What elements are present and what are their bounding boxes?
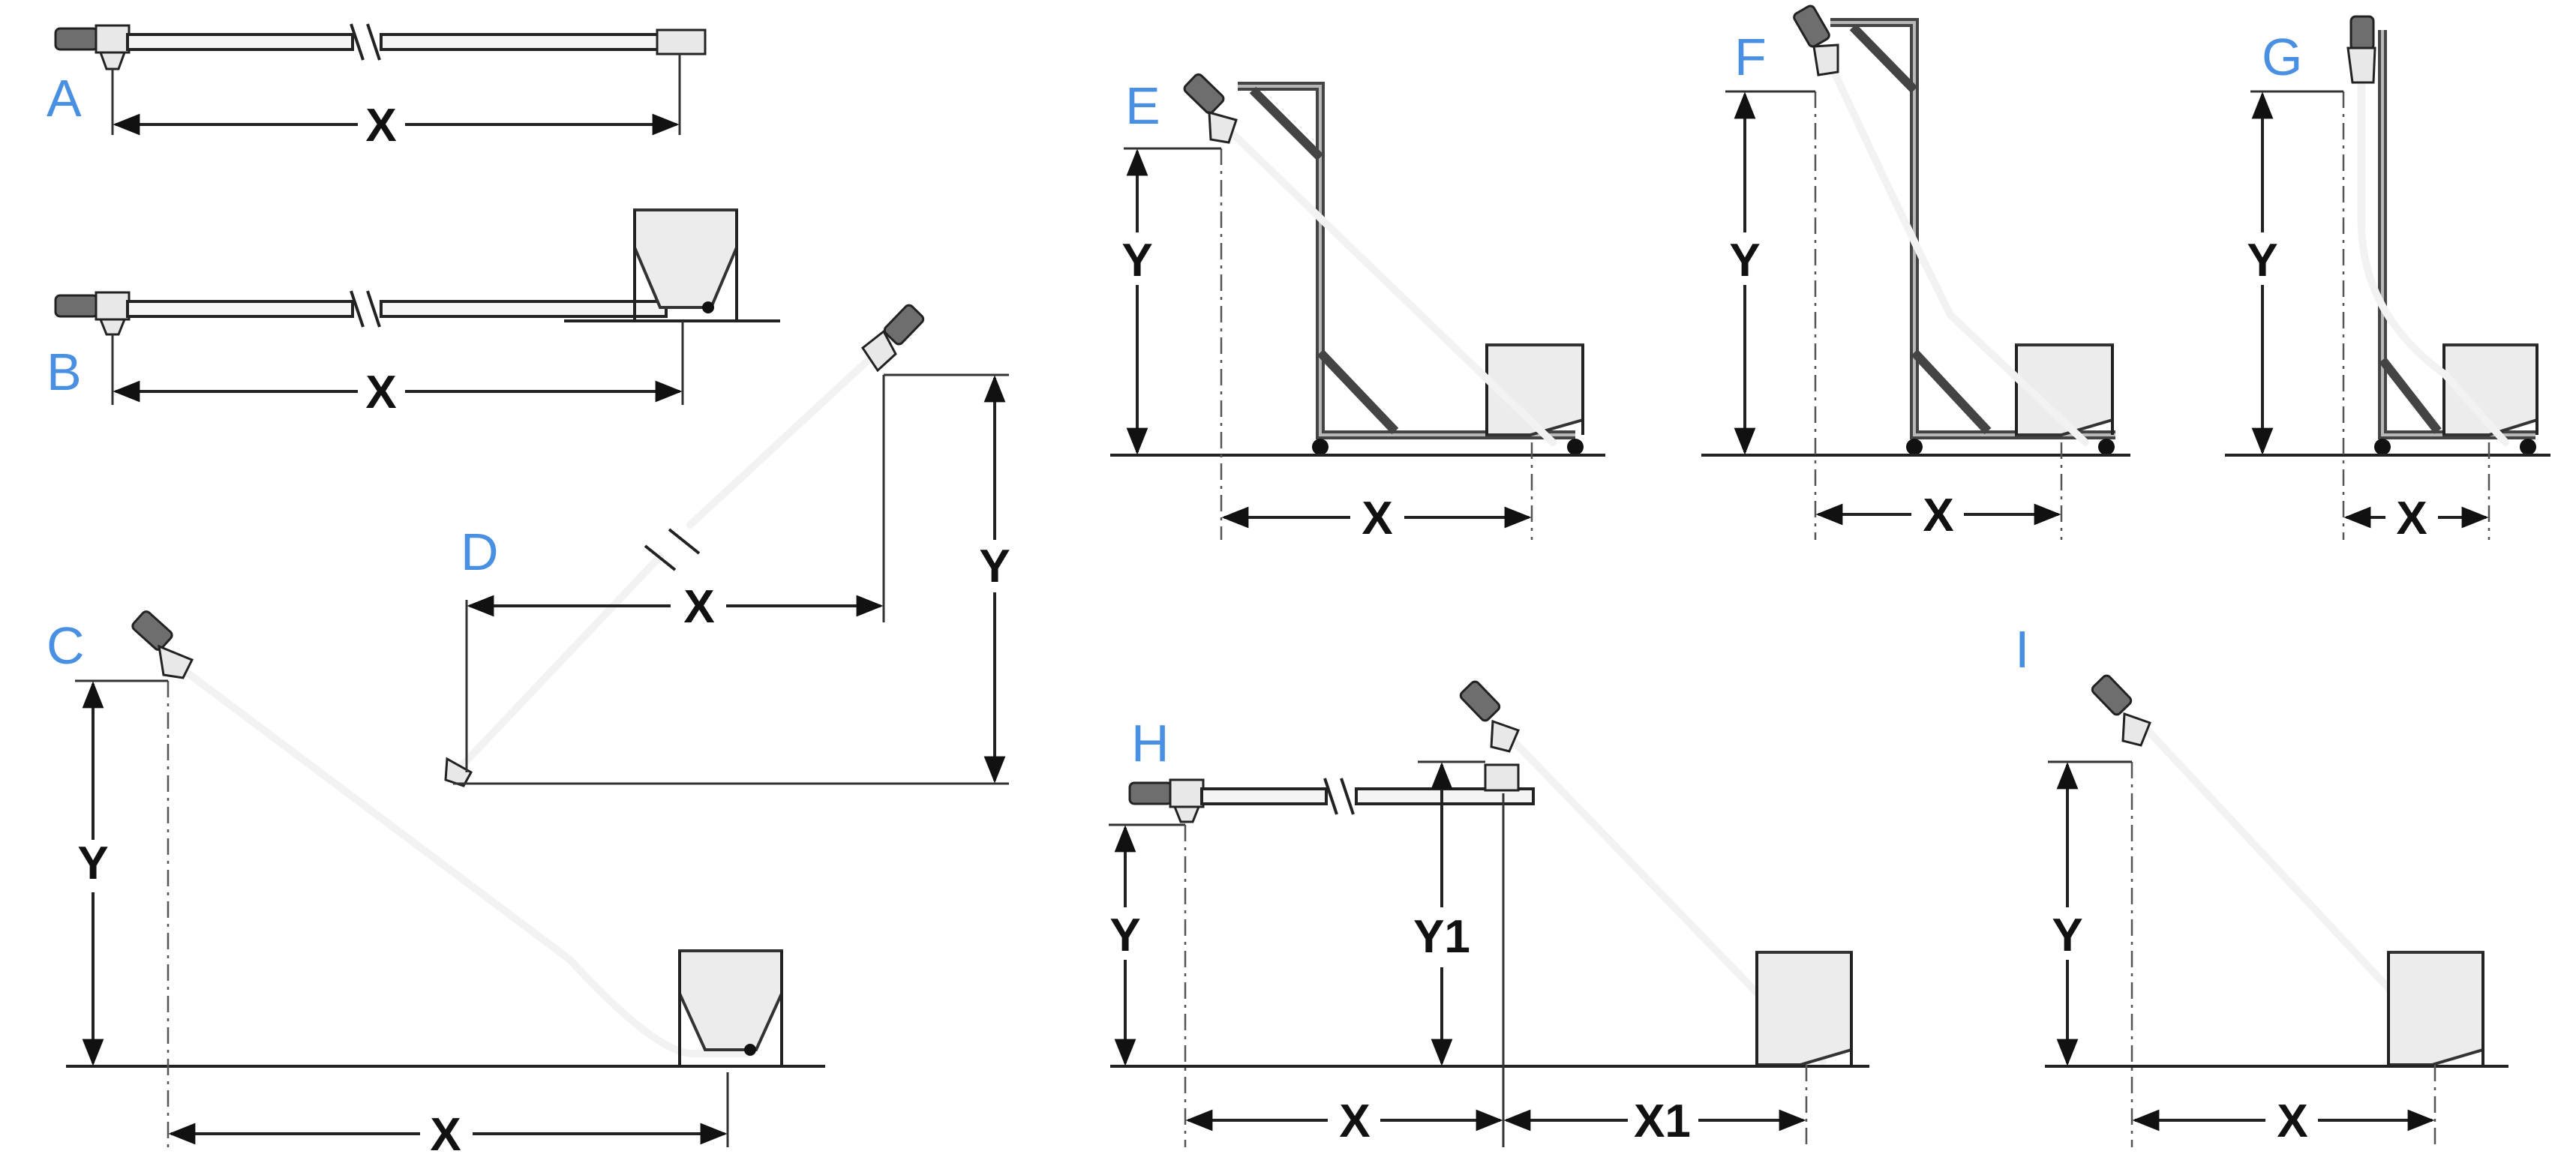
dimension-x: X: [683, 581, 714, 633]
wheel-icon: [1906, 439, 1923, 455]
panel-label-h: H: [1131, 714, 1169, 772]
discharge-head: [95, 24, 131, 54]
conveyor-h-horizontal: [1128, 763, 1535, 823]
dimension-y: Y: [2052, 910, 2082, 961]
conveyor-d: [444, 304, 925, 787]
panel-label-d: D: [461, 523, 499, 581]
motor-icon: [883, 304, 925, 346]
conveyor-c: [131, 610, 754, 1057]
dimension-y: Y: [2247, 235, 2277, 286]
wheel-icon: [2520, 439, 2536, 455]
discharge-head: [2121, 712, 2151, 747]
panel-b: B X: [47, 208, 780, 418]
dimension-x: X: [2396, 493, 2427, 544]
conveyor-tube: [380, 33, 660, 51]
conveyor-f: [1793, 4, 2089, 446]
discharge-head: [860, 329, 897, 373]
panel-g: G Y X: [2225, 15, 2550, 544]
conveyor-tube: [1200, 787, 1328, 805]
motor-icon: [1183, 73, 1225, 115]
wheel-icon: [2098, 439, 2115, 455]
motor-icon: [2091, 674, 2133, 716]
panel-label-e: E: [1125, 76, 1160, 135]
break-mark: [350, 290, 381, 328]
motor-icon: [1459, 680, 1501, 722]
inlet-end: [444, 757, 473, 787]
motor-icon: [1128, 781, 1173, 805]
dimension-y: Y: [979, 541, 1010, 592]
dimension-y: Y: [1109, 910, 1140, 961]
conveyor-tube: [126, 300, 354, 318]
panel-d: D X Y: [444, 304, 1010, 787]
break-mark: [644, 528, 701, 571]
hopper-icon: [678, 949, 783, 1065]
dimension-x1: X1: [1634, 1096, 1691, 1147]
discharge-head: [158, 644, 194, 679]
frame-icon: [1238, 82, 1584, 455]
panel-label-g: G: [2262, 28, 2302, 86]
conveyor-g: [2346, 15, 2509, 446]
break-mark: [350, 23, 381, 61]
dimension-y: Y: [1729, 235, 1760, 286]
conveyor-e: [1183, 73, 1557, 446]
panel-f: F Y X: [1701, 4, 2130, 541]
panel-a: A X: [47, 23, 707, 151]
conveyor-tube: [380, 300, 668, 318]
panel-e: E Y X: [1110, 73, 1605, 544]
hopper-icon: [2442, 343, 2538, 436]
motor-icon: [54, 27, 99, 51]
discharge-spout: [1172, 805, 1201, 823]
dimension-x: X: [1339, 1096, 1370, 1147]
discharge-head: [1169, 778, 1205, 808]
motor-icon: [54, 294, 99, 318]
discharge-head: [2346, 46, 2376, 84]
panel-label-a: A: [47, 69, 82, 127]
hopper-icon: [1485, 343, 1584, 436]
wheel-icon: [2374, 439, 2391, 455]
dimension-x: X: [1362, 493, 1392, 544]
motor-icon: [2349, 15, 2375, 51]
panel-i: I Y X: [2015, 620, 2508, 1147]
conveyor-b: [54, 290, 668, 336]
panel-label-b: B: [47, 343, 82, 401]
dimension-x: X: [365, 367, 396, 418]
discharge-head: [1208, 110, 1238, 144]
panel-h: H Y Y1: [1109, 680, 1869, 1147]
wheel-icon: [1567, 439, 1584, 455]
hopper-icon: [633, 208, 738, 321]
panel-label-f: F: [1734, 28, 1767, 86]
inlet-end: [1484, 763, 1520, 792]
panel-c: C Y X: [47, 610, 825, 1161]
motor-icon: [131, 610, 173, 651]
panel-label-i: I: [2015, 620, 2029, 679]
wheel-icon: [1312, 439, 1329, 455]
motor-icon: [1793, 4, 1830, 48]
dimension-y: Y: [77, 838, 108, 889]
discharge-head: [1490, 719, 1521, 753]
dimension-y: Y: [1121, 235, 1152, 286]
conveyor-a: [54, 23, 707, 70]
hopper-icon: [2387, 951, 2484, 1066]
dimension-y1: Y1: [1413, 911, 1470, 963]
dimension-x: X: [365, 100, 396, 151]
discharge-head: [95, 291, 131, 321]
discharge-head: [1812, 43, 1839, 76]
break-mark: [1323, 778, 1355, 815]
dimension-x: X: [430, 1109, 461, 1161]
discharge-spout: [98, 318, 127, 336]
dimension-x: X: [2277, 1096, 2307, 1147]
dimension-x: X: [1923, 490, 1953, 541]
discharge-spout: [98, 51, 127, 70]
inlet-end: [656, 28, 707, 55]
panel-label-c: C: [47, 616, 85, 675]
hopper-icon: [1755, 951, 1853, 1066]
hopper-icon: [2015, 343, 2114, 436]
conveyor-tube: [126, 33, 354, 51]
